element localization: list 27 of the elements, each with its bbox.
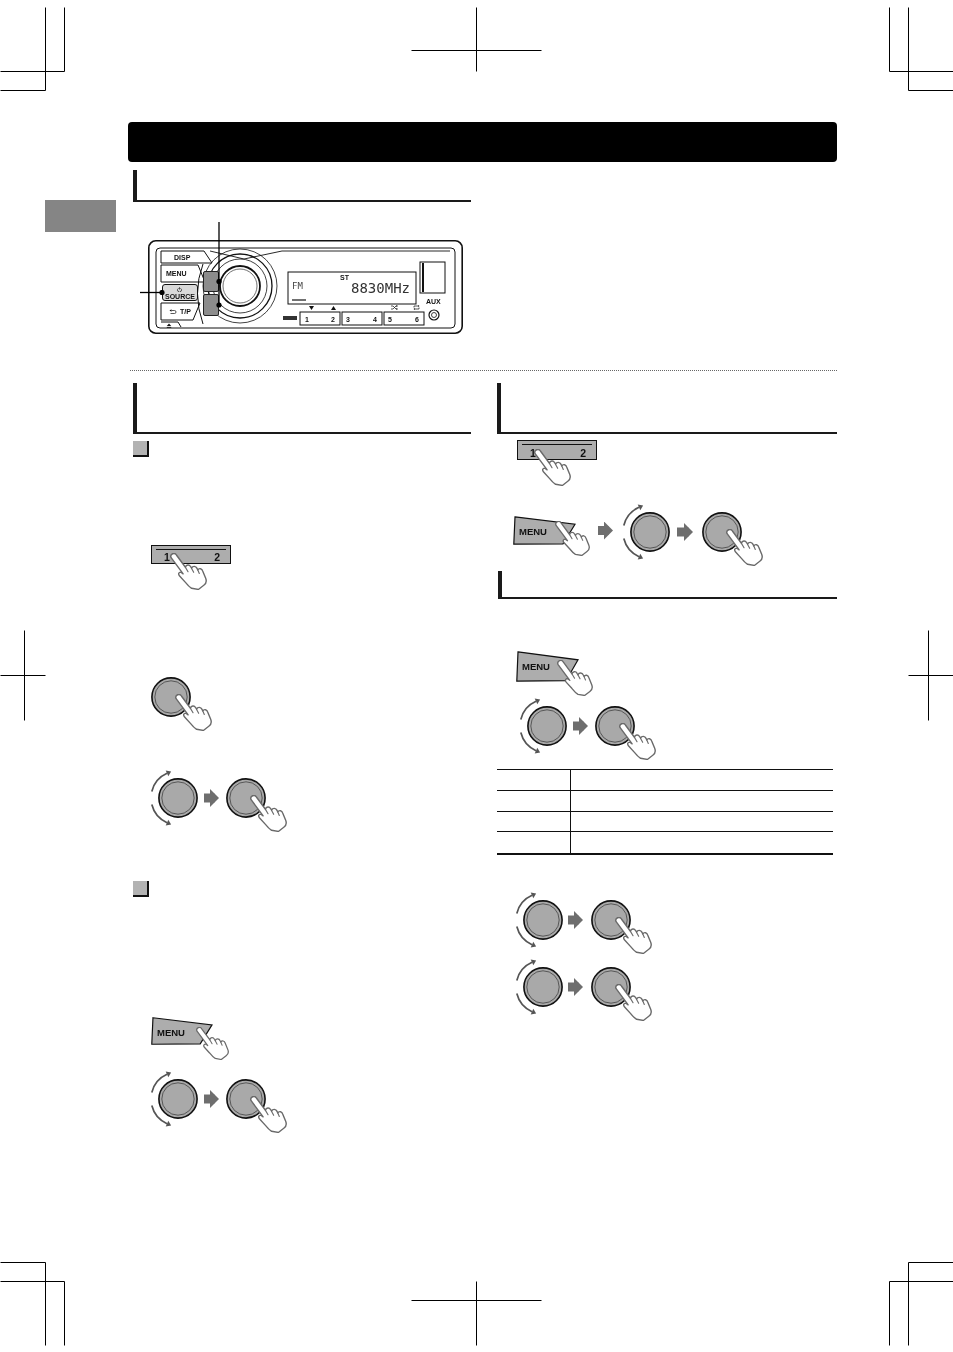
arrow [598,521,613,540]
arrow [204,789,219,807]
control-knob [523,967,563,1007]
title-bar [128,122,837,162]
control-knob [158,778,198,818]
button-number: 2 [580,447,586,458]
control-knob [523,900,563,940]
button-number: 1 [530,447,536,458]
car-stereo-drawing [148,240,463,334]
button-number: 1 [164,551,170,562]
arrow [568,978,583,996]
control-knob [527,706,567,746]
control-knob [158,1079,198,1119]
down-button [203,294,219,316]
arrow [573,717,588,735]
frequency-readout: 8830MHz [351,281,410,295]
button-number: 2 [214,551,220,562]
control-knob [630,512,670,552]
band-indicator: FM [292,282,303,291]
leader-line [139,289,165,296]
arrow [677,523,693,541]
preset-button-strip [151,545,231,564]
arrow [568,911,583,929]
up-button [203,271,219,292]
preset-button-strip [517,440,597,460]
arrow [204,1090,219,1108]
leader-line [216,221,222,308]
